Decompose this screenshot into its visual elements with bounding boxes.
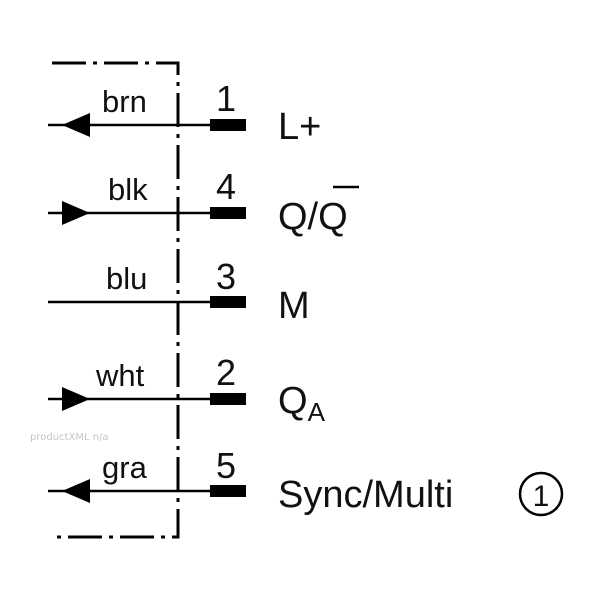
signal-main: Q — [278, 380, 308, 422]
watermark: productXML n/a — [30, 432, 109, 443]
signal-label: Q/Q — [278, 196, 348, 238]
pin-number: 4 — [216, 166, 236, 207]
wire-row-4: wht 2 QA — [48, 352, 326, 427]
connector-housing-outline — [52, 61, 180, 539]
wire-color-label: gra — [102, 450, 148, 485]
pin-bar — [210, 207, 246, 219]
wire-row-2: blk 4 Q/Q — [48, 166, 359, 238]
wire-color-label: wht — [95, 358, 145, 393]
wire-color-label: blu — [106, 261, 147, 296]
signal-label: Sync/Multi — [278, 474, 453, 516]
wire-color-label: blk — [108, 172, 148, 207]
wire-row-3: blu 3 M — [48, 256, 310, 327]
arrow-left-icon — [62, 479, 90, 503]
arrow-left-icon — [62, 113, 90, 137]
pin-number: 5 — [216, 445, 236, 486]
wire-row-5: gra 5 Sync/Multi 1 — [48, 445, 564, 517]
signal-subscript: A — [308, 397, 326, 427]
footnote-marker-circle — [518, 471, 564, 517]
footnote-marker-number: 1 — [533, 480, 550, 513]
pin-number: 2 — [216, 352, 236, 393]
arrow-right-icon — [62, 387, 90, 411]
wire-row-1: brn 1 L+ — [48, 78, 321, 148]
pin-bar — [210, 296, 246, 308]
pin-number: 1 — [216, 78, 236, 119]
arrow-right-icon — [62, 201, 90, 225]
pin-bar — [210, 119, 246, 131]
pin-number: 3 — [216, 256, 236, 297]
pin-bar — [210, 485, 246, 497]
signal-q-part: Q/ — [278, 196, 319, 238]
signal-label: QA — [278, 380, 326, 427]
signal-label: M — [278, 285, 310, 327]
pin-bar — [210, 393, 246, 405]
signal-label: L+ — [278, 106, 321, 148]
wire-color-label: brn — [102, 84, 147, 119]
signal-q-inverted: Q — [318, 196, 348, 238]
